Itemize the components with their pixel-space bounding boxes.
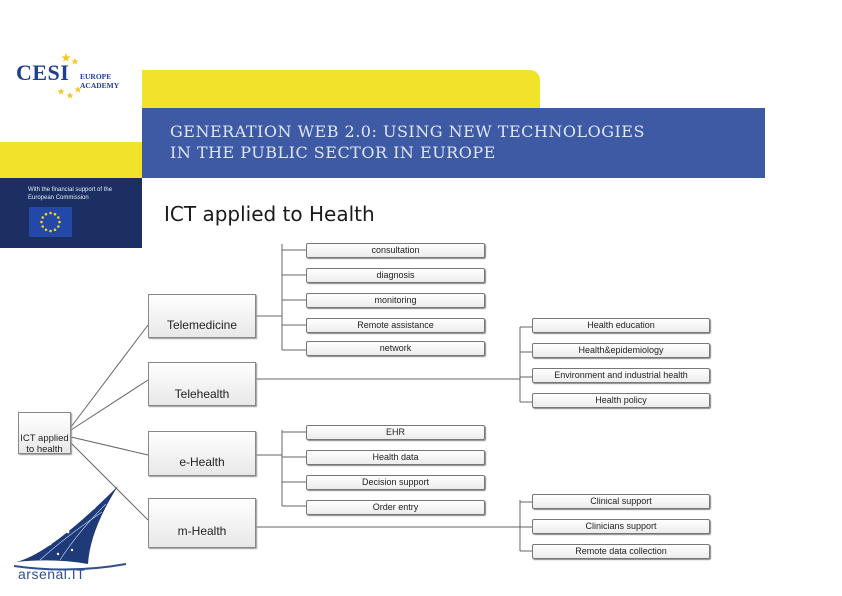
eu-support-text: With the financial support of the Europe… xyxy=(28,187,113,201)
eu-stars-icon xyxy=(57,53,82,99)
item-health-data: Health data xyxy=(306,450,485,465)
item-label: Remote assistance xyxy=(357,320,434,330)
arsenal-logo-text: arsenàl.IT xyxy=(18,566,86,582)
item-label: Clinical support xyxy=(590,496,652,506)
item-label: network xyxy=(379,343,412,353)
item-label: consultation xyxy=(371,245,420,255)
branch-label: Telemedicine xyxy=(166,318,238,332)
item-order-entry: Order entry xyxy=(306,500,485,515)
banner-yellow-tab xyxy=(142,70,540,108)
banner-blue-band xyxy=(142,108,765,178)
item-label: Decision support xyxy=(361,477,430,487)
branch-telehealth: Telehealth xyxy=(148,362,256,406)
item-label: Health policy xyxy=(595,395,647,405)
branch-telemedicine: Telemedicine xyxy=(148,294,256,338)
item-label: monitoring xyxy=(374,295,417,305)
branch-e-health: e-Health xyxy=(148,431,256,476)
item-label: EHR xyxy=(385,427,405,437)
item-network: network xyxy=(306,341,485,356)
item-label: Remote data collection xyxy=(575,546,667,556)
banner-yellow-left xyxy=(0,142,142,178)
item-clinicians-support: Clinicians support xyxy=(532,519,710,534)
banner-title: GENERATION WEB 2.0: USING NEW TECHNOLOGI… xyxy=(170,122,645,162)
item-diagnosis: diagnosis xyxy=(306,268,485,283)
item-decision-support: Decision support xyxy=(306,475,485,490)
item-label: diagnosis xyxy=(376,270,415,280)
branch-label: m-Health xyxy=(177,524,227,538)
eu-flag-icon xyxy=(29,207,72,237)
item-label: Order entry xyxy=(372,502,419,512)
item-label: Environment and industrial health xyxy=(554,370,688,380)
item-label: Health education xyxy=(587,320,655,330)
item-ehr: EHR xyxy=(306,425,485,440)
item-remote-data-collection: Remote data collection xyxy=(532,544,710,559)
item-clinical-support: Clinical support xyxy=(532,494,710,509)
cesi-logo-text: CESI xyxy=(16,60,70,85)
item-environment-industrial-health: Environment and industrial health xyxy=(532,368,710,383)
root-node-label: ICT applied to health xyxy=(20,433,69,455)
arsenal-sail-icon xyxy=(13,486,127,571)
root-node: ICT applied to health xyxy=(18,412,71,455)
item-label: Clinicians support xyxy=(585,521,657,531)
branch-m-health: m-Health xyxy=(148,498,256,548)
item-health-policy: Health policy xyxy=(532,393,710,408)
item-health-education: Health education xyxy=(532,318,710,333)
slide-title: ICT applied to Health xyxy=(164,202,375,226)
item-label: Health data xyxy=(372,452,419,462)
branch-label: Telehealth xyxy=(174,387,230,401)
item-health-epidemiology: Health&epidemiology xyxy=(532,343,710,358)
item-consultation: consultation xyxy=(306,243,485,258)
item-monitoring: monitoring xyxy=(306,293,485,308)
item-label: Health&epidemiology xyxy=(578,345,664,355)
item-remote-assistance: Remote assistance xyxy=(306,318,485,333)
branch-label: e-Health xyxy=(179,455,225,469)
cesi-academy-label: EUROPE ACADEMY xyxy=(80,72,120,90)
